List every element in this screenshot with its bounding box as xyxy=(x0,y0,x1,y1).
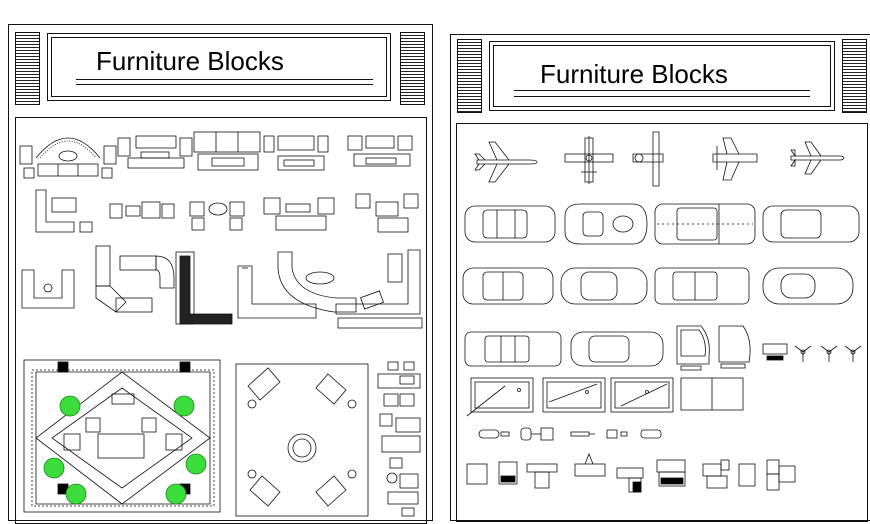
car-icon xyxy=(464,205,556,243)
sofa-set-8 xyxy=(263,197,335,231)
bathroom-fixtures xyxy=(478,427,662,441)
airplane-icon xyxy=(790,141,845,175)
sofa-set-4 xyxy=(263,135,329,171)
right-title-inner-frame xyxy=(493,45,831,107)
sofa-set-9 xyxy=(355,193,419,233)
left-title-box: Furniture Blocks xyxy=(47,33,391,101)
car-icon xyxy=(462,267,554,305)
piano-icon xyxy=(718,325,751,369)
car-icon xyxy=(762,267,854,305)
airplane-icon xyxy=(474,141,538,183)
right-content-frame xyxy=(456,123,868,522)
sofa-set-7 xyxy=(189,201,245,231)
billiard-table xyxy=(610,377,674,413)
car-icon xyxy=(464,331,562,367)
sectional-l-1 xyxy=(95,245,153,313)
corner-sofa-1 xyxy=(35,189,93,233)
sectional-u xyxy=(21,269,75,309)
left-sheet: Furniture Blocks xyxy=(8,24,433,524)
billiard-table xyxy=(542,377,606,413)
billiard-table xyxy=(466,377,534,417)
room-layout-plan xyxy=(23,359,221,513)
car-icon xyxy=(564,203,648,245)
left-title-inner-frame xyxy=(51,37,387,97)
right-sheet-title: Furniture Blocks xyxy=(540,59,728,89)
billiard-table-plan xyxy=(680,377,744,411)
fan-icon xyxy=(844,345,862,362)
plant-icon xyxy=(43,395,207,505)
right-title-box: Furniture Blocks xyxy=(489,41,835,111)
car-icon xyxy=(560,267,648,305)
left-title-underline-2 xyxy=(76,84,373,85)
office-desk-sets xyxy=(377,361,421,517)
sofa-set-round xyxy=(19,137,117,179)
sofa-set-3 xyxy=(193,131,261,171)
left-sheet-title: Furniture Blocks xyxy=(96,46,284,76)
appliances xyxy=(466,452,796,493)
right-title-underline-2 xyxy=(514,96,810,97)
sofa-set-2 xyxy=(117,135,193,169)
car-icon xyxy=(762,205,860,243)
right-title-underline-1 xyxy=(514,90,810,91)
airplane-icon xyxy=(632,131,664,187)
car-icon xyxy=(570,331,664,367)
sectional-dark-l xyxy=(175,251,233,325)
right-louver-right xyxy=(842,39,867,113)
sofa-set-5 xyxy=(347,135,413,167)
left-title-underline-1 xyxy=(76,79,373,80)
piano-icon xyxy=(676,325,710,371)
airplane-icon xyxy=(564,136,614,184)
left-louver-right xyxy=(400,32,425,105)
left-furniture-drawing xyxy=(19,131,423,517)
car-icon xyxy=(654,267,750,305)
sectional-curved-table xyxy=(277,251,384,313)
piano-upright xyxy=(762,343,788,361)
fan-icon xyxy=(794,345,812,362)
sectional-long xyxy=(335,249,423,329)
airplane-icon xyxy=(712,137,758,181)
conference-layout xyxy=(235,363,369,517)
right-sheet: Furniture Blocks xyxy=(450,34,870,522)
sectional-j xyxy=(237,265,317,319)
right-blocks-drawing xyxy=(462,131,862,493)
right-louver-left xyxy=(457,39,482,113)
left-louver-left xyxy=(15,32,40,105)
left-content-frame xyxy=(15,117,427,524)
fan-icon xyxy=(820,345,838,362)
sofa-set-6 xyxy=(109,201,175,219)
sectional-curve xyxy=(119,255,175,289)
car-icon xyxy=(654,203,756,245)
